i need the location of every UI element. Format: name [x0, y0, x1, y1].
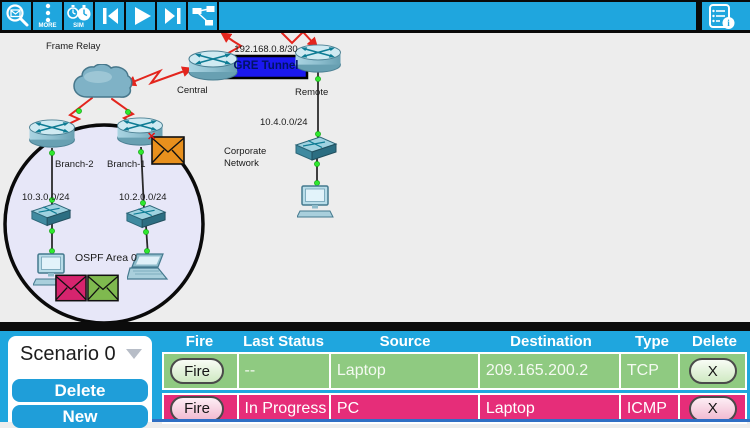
delete-scenario-button[interactable]: Delete [12, 379, 148, 402]
play-button[interactable] [126, 2, 155, 30]
envelope-icon [87, 274, 119, 302]
source-cell: Laptop [331, 354, 480, 388]
panel-bottom-line [152, 419, 750, 422]
header-type: Type [635, 333, 669, 350]
label-ospf-area: OSPF Area 0 [75, 252, 137, 264]
header-source: Source [379, 333, 431, 350]
more-dots-icon [45, 3, 50, 22]
frame-relay-cloud-device[interactable] [72, 64, 134, 104]
cloud-icon [73, 64, 133, 98]
router-branch2[interactable] [27, 119, 77, 149]
step-forward-icon [164, 8, 180, 24]
magnifier-envelope-icon [5, 4, 28, 27]
delete-cell: X [680, 395, 745, 422]
envelope-icon [55, 274, 87, 302]
label-subnet-103: 10.3.0.0/24 [22, 192, 70, 203]
play-icon [134, 7, 151, 25]
label-corporate-line2: Network [224, 158, 259, 169]
router-icon [29, 119, 75, 148]
pdu-panel: Scenario 0 Delete New Fire Last Status S… [0, 331, 750, 428]
router-remote[interactable] [293, 44, 343, 74]
pdu-envelope-pink[interactable] [55, 274, 87, 302]
scenario-selected-value: Scenario 0 [20, 343, 116, 365]
label-subnet-104: 10.4.0.0/24 [260, 117, 308, 128]
label-branch1: Branch-1 [107, 159, 146, 170]
source-cell: PC [331, 395, 480, 422]
destination-cell: 209.165.200.2 [480, 354, 621, 388]
fire-button[interactable]: Fire [170, 395, 224, 422]
envelope-icon [151, 136, 185, 165]
last-status-cell: -- [239, 354, 331, 388]
step-back-button[interactable] [95, 2, 124, 30]
sim-mode-button[interactable]: SIM [64, 2, 93, 30]
label-subnet-102: 10.2.0.0/24 [119, 192, 167, 203]
sim-label: SIM [73, 23, 84, 29]
step-back-icon [102, 8, 118, 24]
toolbar-endcap [740, 2, 750, 30]
label-link-subnet: 192.168.0.8/30 [234, 44, 298, 55]
switch-corporate[interactable] [293, 135, 339, 163]
pdu-table: Fire Last Status Source Destination Type… [162, 331, 747, 424]
pdu-list-info-button[interactable]: i [702, 2, 740, 30]
pdu-envelope-green[interactable] [87, 274, 119, 302]
destination-cell: Laptop [480, 395, 621, 422]
pdu-row: Fire -- Laptop 209.165.200.2 TCP X [162, 352, 747, 390]
label-branch2: Branch-2 [55, 159, 94, 170]
pdu-list-info-icon: i [709, 3, 735, 29]
chevron-down-icon [126, 349, 142, 359]
label-central: Central [177, 85, 208, 96]
svg-text:i: i [727, 18, 730, 28]
switch-branch2-lan[interactable] [30, 201, 72, 229]
switch-icon [294, 136, 338, 161]
delete-pdu-button[interactable]: X [688, 358, 737, 384]
fire-cell: Fire [164, 354, 239, 388]
type-cell: TCP [621, 354, 681, 388]
label-corporate-line1: Corporate [224, 146, 267, 157]
pdu-table-header: Fire Last Status Source Destination Type… [162, 331, 747, 352]
switch-branch1-lan[interactable] [125, 203, 167, 231]
inspect-pdu-button[interactable] [2, 2, 31, 30]
laptop-icon [127, 253, 169, 280]
toolbar-divider [696, 2, 702, 30]
header-last-status: Last Status [243, 333, 324, 350]
fire-button[interactable]: Fire [170, 358, 224, 384]
switch-icon [30, 203, 72, 227]
switch-icon [125, 205, 167, 229]
router-central[interactable] [187, 50, 239, 82]
link-status-dots [49, 76, 321, 254]
delete-pdu-button[interactable]: X [688, 395, 737, 422]
toolbar-filler [219, 2, 696, 30]
pc-icon [297, 185, 334, 218]
step-forward-button[interactable] [157, 2, 186, 30]
pdu-row: Fire In Progress PC Laptop ICMP X [162, 393, 747, 424]
laptop-branch1[interactable] [127, 252, 169, 284]
label-frame-relay: Frame Relay [46, 41, 101, 52]
top-toolbar: MORE SIM [0, 0, 750, 33]
pdu-envelope-orange[interactable] [151, 136, 185, 165]
delete-cell: X [680, 354, 745, 388]
header-destination: Destination [510, 333, 592, 350]
more-label: MORE [38, 23, 57, 29]
topology-view-button[interactable] [188, 2, 217, 30]
more-button[interactable]: MORE [33, 2, 62, 30]
label-remote: Remote [295, 87, 329, 98]
header-fire: Fire [185, 333, 214, 350]
fire-cell: Fire [164, 395, 239, 422]
pdu-failed-x-icon: ✕ [147, 131, 157, 143]
scenario-box: Scenario 0 Delete New [8, 336, 152, 428]
router-icon [295, 44, 341, 73]
sim-clocks-icon [67, 4, 91, 20]
last-status-cell: In Progress [239, 395, 331, 422]
pc-corporate[interactable] [297, 184, 335, 222]
type-cell: ICMP [621, 395, 681, 422]
panel-top-divider [0, 322, 750, 331]
new-scenario-button[interactable]: New [12, 405, 148, 428]
router-icon [188, 50, 238, 81]
header-delete: Delete [691, 333, 738, 350]
label-gre-tunnel: GRE Tunnel [233, 60, 299, 72]
topology-icon [192, 6, 214, 26]
scenario-select[interactable]: Scenario 0 [8, 336, 152, 370]
